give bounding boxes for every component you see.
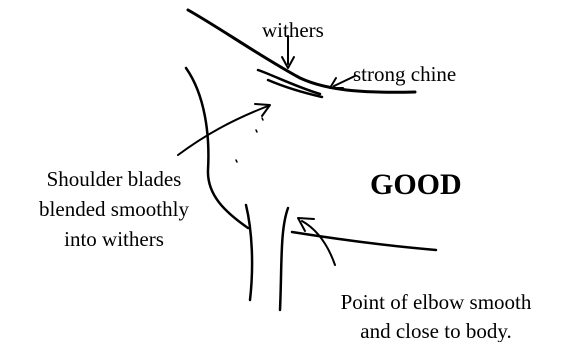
elbow-label-line-2: and close to body.: [310, 317, 562, 342]
shoulder-label-line-1: Shoulder blades: [14, 164, 214, 194]
elbow-label-line-1: Point of elbow smooth: [310, 288, 562, 317]
strong-chine-label: strong chine: [353, 64, 456, 85]
chine-arrow-shaft: [334, 76, 355, 86]
belly-stroke: [292, 232, 436, 250]
shoulder-dot-1: [262, 118, 263, 120]
elbow-label: Point of elbow smooth and close to body.: [310, 288, 562, 342]
shoulder-dot-2: [256, 130, 257, 132]
shoulder-label-line-3: into withers: [14, 224, 214, 254]
withers-label: withers: [262, 20, 324, 41]
elbow-arrow-shaft: [302, 221, 335, 265]
front-leg-right-stroke: [280, 208, 288, 310]
front-leg-left-stroke: [246, 205, 252, 300]
shoulder-dot-3: [236, 160, 237, 162]
shoulder-label-line-2: blended smoothly: [14, 194, 214, 224]
shoulder-arrow-shaft: [178, 106, 268, 155]
good-label: GOOD: [370, 170, 462, 200]
shoulder-label: Shoulder blades blended smoothly into wi…: [14, 164, 214, 254]
